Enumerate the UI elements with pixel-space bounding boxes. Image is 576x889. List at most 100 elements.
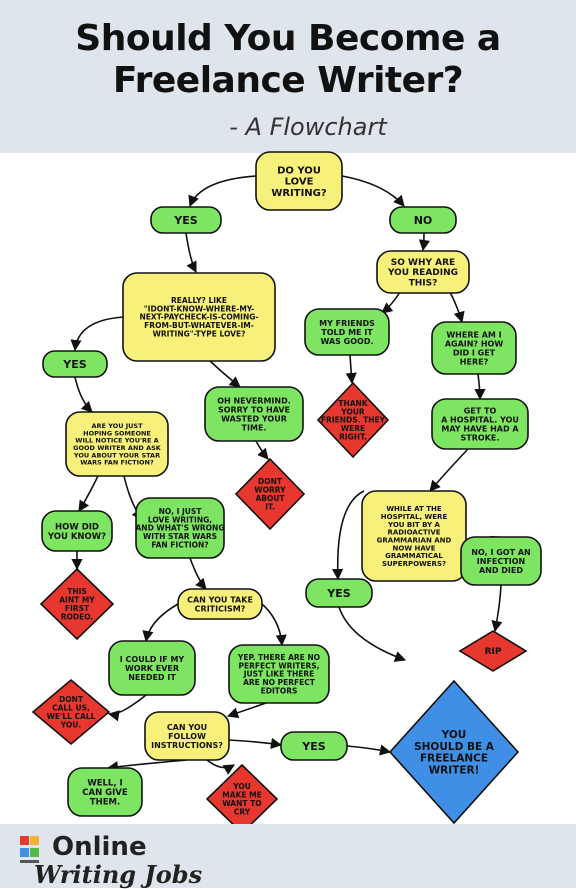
node-label-line: TIME. (242, 423, 267, 432)
node-label-line: WRITING? (271, 188, 327, 199)
node-shape (135, 497, 225, 559)
node-label-line: NOW HAVE (393, 544, 436, 552)
flow-arrow (78, 475, 99, 512)
node-label-line: THIS (67, 587, 87, 596)
flow-arrow (107, 694, 147, 722)
node-label-line: SHOULD BE A (414, 741, 495, 753)
node-label-line: YES (301, 740, 325, 753)
node-label-line: MAY HAVE HAD A (441, 424, 519, 433)
node-label-line: WILL NOTICE YOU'RE A (75, 437, 158, 445)
node-label-line: HERE? (460, 357, 489, 366)
node-shape (234, 457, 306, 531)
node-label-line: AINT MY (59, 596, 95, 605)
node-label-line: WORK EVER (125, 664, 179, 673)
node-label-line: WANT TO (222, 799, 261, 808)
flow-arrow (185, 232, 197, 274)
node-label-line: NEXT-PAYCHECK-IS-COMING- (139, 313, 258, 322)
node-label-line: YES (173, 214, 197, 227)
node-label-line: CAN GIVE (82, 788, 128, 798)
node-label-line: FIRST (65, 604, 90, 613)
node-label-line: FRIENDS. THEY (321, 416, 386, 425)
node-label-line: SO WHY ARE (391, 258, 455, 268)
node-label-line: AND WHAT'S WRONG (136, 524, 225, 533)
node-label-line: CALL US, (52, 704, 90, 713)
node-label-line: STROKE. (461, 433, 500, 442)
node-label-line: DONT (258, 477, 283, 486)
node-label-line: YES (62, 358, 86, 371)
document-stack-icon (20, 836, 39, 863)
title-line-2: Freelance Writer? (112, 60, 464, 101)
title-line-1: Should You Become a (75, 18, 501, 59)
header-banner: Should You Become a Freelance Writer? - … (0, 0, 576, 153)
node-label-line: INSTRUCTIONS? (151, 741, 223, 750)
node-shape (431, 398, 529, 450)
node-label-line: YOU BIT BY A (387, 521, 441, 529)
node-shape (39, 567, 115, 641)
node-label-line: YEP. THERE ARE NO (237, 653, 320, 662)
node-label-line: REALLY? LIKE (171, 296, 227, 305)
node-shape (431, 321, 517, 375)
node-label-line: JUST LIKE THERE (243, 670, 315, 679)
node-shape (144, 711, 230, 761)
footer-banner: Online Writing Jobs (0, 824, 576, 889)
node-shape (361, 490, 467, 582)
node-shape (150, 206, 222, 234)
node-label-line: GRAMMARIAN AND (377, 536, 452, 544)
node-shape (177, 588, 263, 620)
logo-text-online: Online (52, 832, 147, 862)
node-label-line: CRITICISM? (195, 604, 246, 613)
node-shape (460, 536, 542, 586)
node-label-line: NO, I GOT AN (471, 548, 530, 557)
node-label-line: RODEO. (61, 612, 94, 621)
node-label-line: GET TO (464, 406, 497, 415)
node-label-line: YOU READING (387, 268, 458, 278)
node-no1: NO (389, 206, 457, 234)
node-label-line: WHERE AM I (446, 330, 501, 339)
node-yes3: YES (305, 578, 373, 608)
node-shape (42, 350, 108, 378)
node-label-line: YOU ABOUT YOUR STAR (73, 451, 160, 459)
node-shape (458, 630, 528, 672)
node-label-line: SUPERPOWERS? (382, 560, 446, 568)
node-label-line: YOUR (340, 407, 365, 416)
flow-arrow (449, 291, 465, 324)
node-rip: RIP (458, 630, 528, 672)
node-label-line: THANK (338, 399, 368, 408)
node-label-line: WRITER! (429, 764, 480, 776)
flow-arrow (345, 354, 357, 385)
node-shape (376, 250, 470, 294)
node-label-line: WERE (341, 424, 365, 433)
node-shape (389, 206, 457, 234)
flow-arrow (491, 584, 503, 633)
node-label-line: EDITORS (261, 687, 298, 696)
node-label-line: WHILE AT THE (386, 505, 442, 513)
node-label-line: I COULD IF MY (120, 655, 185, 664)
node-label-line: RADIOACTIVE (387, 529, 440, 537)
node-label-line: TOLD ME IT (321, 328, 373, 337)
node-label-line: CRY (234, 807, 251, 816)
flow-arrow (331, 490, 365, 581)
node-label-line: WORRY (254, 486, 286, 495)
flow-arrow (206, 759, 235, 775)
node-label-line: HOSPITAL, WERE (381, 513, 448, 521)
flow-arrow (429, 448, 469, 492)
node-label-line: ABOUT (255, 494, 285, 503)
node-label-line: WASTED YOUR (221, 414, 287, 423)
node-label-line: AND DIED (479, 566, 523, 575)
node-label-line: FROM-BUT-WHATEVER-IM- (144, 321, 254, 330)
node-yes2: YES (42, 350, 108, 378)
